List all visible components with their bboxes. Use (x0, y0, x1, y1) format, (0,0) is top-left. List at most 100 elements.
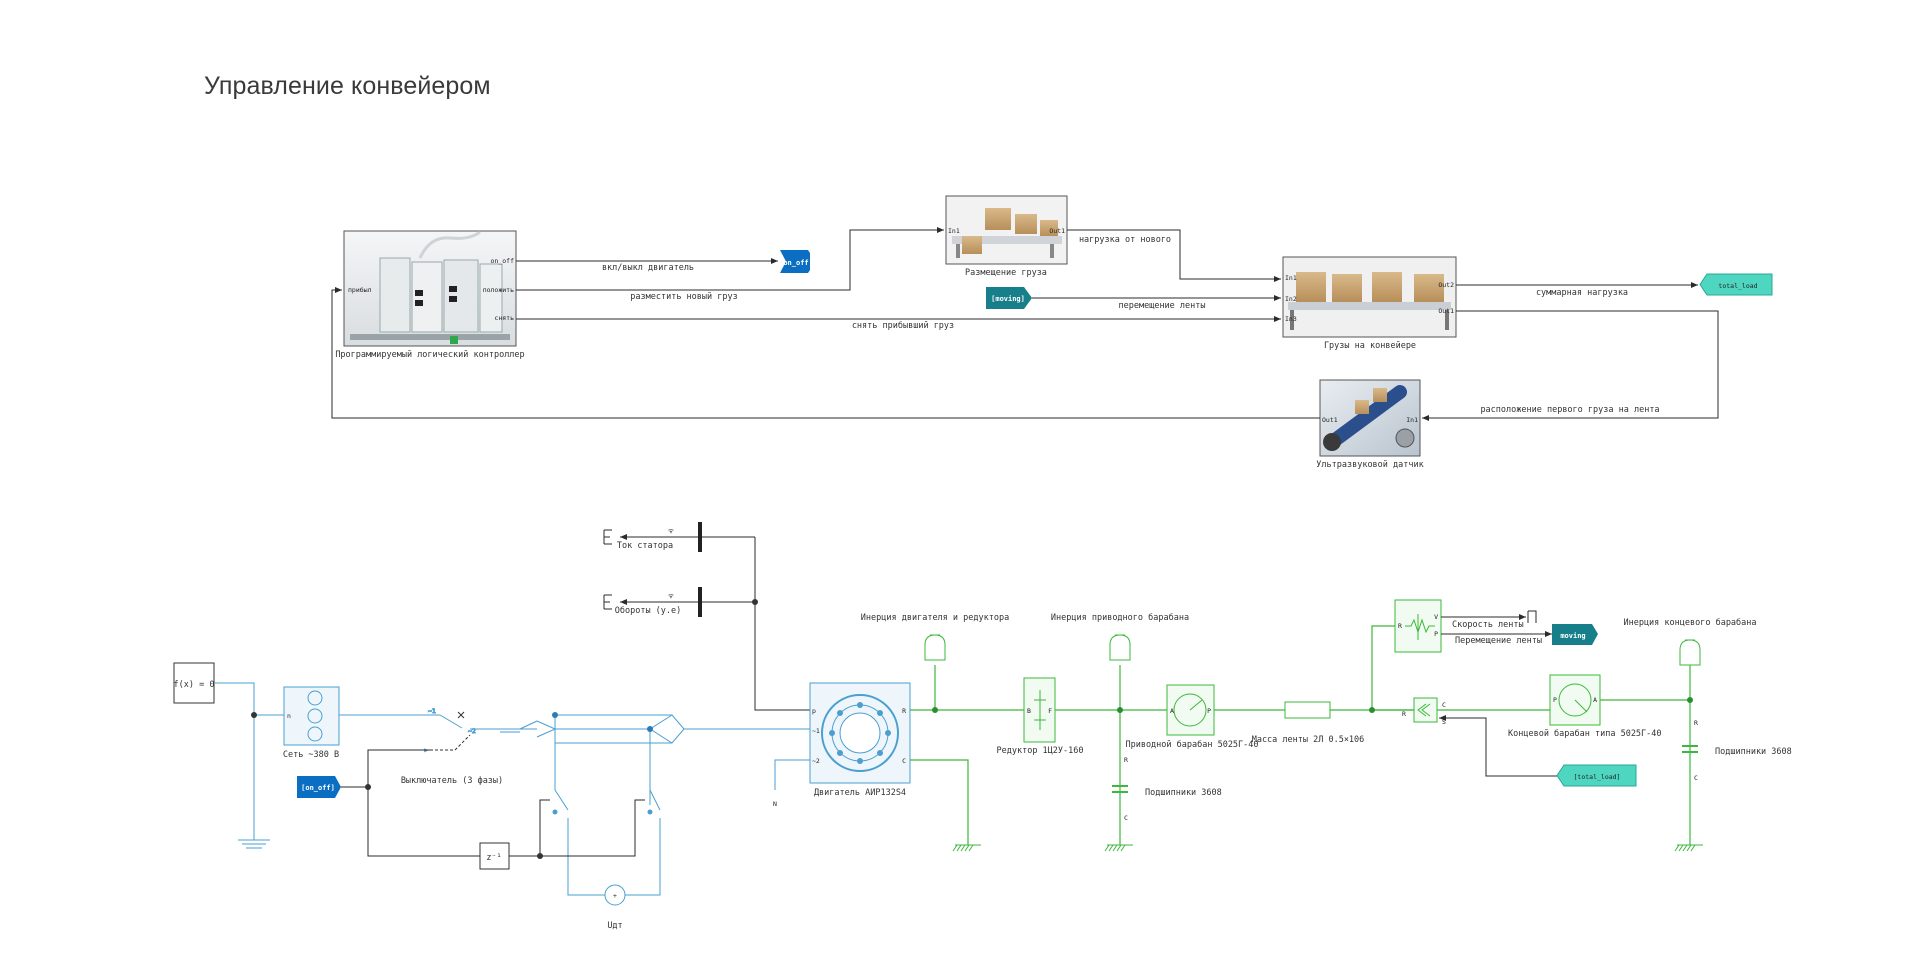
plc-port-put: положить (483, 286, 514, 294)
plc-block[interactable]: прибыл on_off положить снять (343, 230, 517, 347)
thyristor-switches (554, 789, 661, 811)
belt-out1: Out1 (1438, 307, 1454, 315)
electrical-lines (214, 682, 810, 896)
svg-text:~2: ~2 (468, 727, 476, 735)
svg-text:[total_load]: [total_load] (1574, 773, 1621, 781)
svg-text:f(x) = 0: f(x) = 0 (174, 680, 215, 690)
bearings-2-label: Подшипники 3608 (1715, 747, 1792, 757)
control-lines (341, 749, 645, 857)
svg-text:S: S (1442, 718, 1446, 726)
belt-in2: In2 (1285, 295, 1297, 303)
svg-text:R: R (1398, 622, 1402, 630)
belt-out2: Out2 (1438, 281, 1454, 289)
inertia-motor-label: Инерция двигателя и редуктора (861, 613, 1009, 623)
plc-in-port: прибыл (348, 286, 372, 294)
inertia-drive[interactable] (1109, 634, 1131, 661)
belt-speed-label: Скорость ленты (1452, 620, 1524, 630)
goto-moving-tag[interactable]: moving (1552, 624, 1598, 645)
inertia-end[interactable] (1679, 639, 1701, 666)
belt-in1: In1 (1285, 274, 1297, 282)
svg-text:ᯤ: ᯤ (668, 592, 675, 600)
sig-new-load: нагрузка от нового (1079, 235, 1171, 245)
motor-block[interactable]: p ~1 ~2 R C (809, 682, 911, 784)
svg-text:A: A (1593, 696, 1597, 704)
drive-drum-label: Приводной барабан 5025Г-40 (1125, 739, 1258, 750)
end-drum-label: Концевой барабан типа 5025Г-40 (1508, 728, 1662, 739)
switch-3phase-block[interactable]: ~1 ~2 ▸ (424, 707, 477, 755)
svg-text:R: R (1402, 710, 1406, 718)
inertia-motor[interactable] (924, 634, 946, 661)
neutral-line (774, 759, 810, 790)
source-label: Сеть ~380 В (283, 750, 339, 760)
top-signal-lines (331, 227, 1719, 421)
speed-ue-label: Обороты (у.е) (615, 605, 682, 616)
scope-speed[interactable] (603, 587, 755, 617)
source-380v-block[interactable]: n (283, 686, 340, 746)
sig-remove-arrived: снять прибывший груз (852, 320, 954, 331)
motor-label: Двигатель АИР132S4 (814, 788, 906, 798)
placement-label: Размещение груза (965, 268, 1047, 278)
sensor-block[interactable]: Out1 In1 (1319, 379, 1421, 457)
plc-label: Программируемый логический контроллер (335, 350, 524, 360)
delay-block[interactable]: z⁻¹ (479, 842, 510, 870)
svg-text:n: n (287, 712, 291, 720)
bearings-1-label: Подшипники 3608 (1145, 788, 1222, 798)
inertia-drive-label: Инерция приводного барабана (1051, 612, 1189, 623)
belt-move-label: Перемещение ленты (1455, 636, 1542, 646)
svg-text:total_load: total_load (1718, 282, 1757, 290)
goto-total-load-tag[interactable]: total_load (1699, 273, 1773, 296)
bearings-2[interactable]: R C (1682, 719, 1698, 782)
belt-label: Грузы на конвейере (1324, 341, 1416, 351)
scope-stator-current[interactable] (603, 522, 755, 552)
svg-text:P: P (1207, 707, 1211, 715)
svg-text:~1: ~1 (812, 727, 820, 735)
svg-text:~1: ~1 (428, 707, 436, 715)
inertia-end-label: Инерция концевого барабана (1623, 617, 1756, 628)
placement-out-port: Out1 (1049, 227, 1065, 235)
from-on-off-tag[interactable]: [on_off] (297, 776, 341, 798)
svg-text:P: P (1434, 630, 1438, 638)
sig-belt-move: перемещение ленты (1119, 301, 1206, 311)
from-moving-tag[interactable]: [moving] (986, 287, 1032, 309)
switch-label: Выключатель (3 фазы) (401, 776, 503, 786)
plc-port-on-off: on_off (491, 257, 515, 265)
svg-text:moving: moving (1560, 632, 1585, 640)
bearings-1[interactable]: R C (1112, 756, 1128, 822)
svg-text:B: B (1027, 707, 1031, 715)
stator-current-label: Ток статора (617, 541, 673, 551)
svg-text:on_off: on_off (783, 259, 808, 267)
fx-solver-block[interactable]: f(x) = 0 (173, 662, 215, 704)
page-title: Управление конвейером (204, 72, 491, 100)
plc-port-take: снять (494, 314, 514, 322)
placement-block[interactable]: In1 Out1 (945, 195, 1068, 265)
force-source-block[interactable]: R C S (1402, 697, 1446, 726)
sensor-label: Ультразвуковой датчик (1316, 460, 1423, 470)
from-total-load-tag[interactable]: [total_load] (1556, 764, 1637, 787)
sig-total-load: суммарная нагрузка (1536, 288, 1628, 298)
svg-text:R: R (1124, 756, 1128, 764)
belt-in3: In3 (1285, 315, 1297, 323)
svg-text:ᯤ: ᯤ (668, 527, 675, 535)
svg-text:[on_off]: [on_off] (301, 784, 335, 792)
belt-mass-block[interactable] (1284, 701, 1331, 719)
gearbox-label: Редуктор 1Ц2У-160 (997, 746, 1084, 756)
mech-grounds (952, 844, 1703, 852)
sig-first-pos: расположение первого груза на лента (1480, 405, 1659, 415)
motion-sensor-block[interactable]: R V P (1394, 599, 1442, 653)
svg-text:C: C (902, 757, 906, 765)
belt-block[interactable]: In1 In2 In3 Out2 Out1 (1282, 256, 1457, 338)
svg-text:F: F (1048, 707, 1052, 715)
udt-source[interactable]: + (604, 884, 626, 906)
belt-mass-label: Масса ленты 2Л 0.5×106 (1252, 735, 1365, 745)
svg-text:C: C (1694, 774, 1698, 782)
placement-in-port: In1 (948, 227, 960, 235)
scope-lines (754, 537, 810, 711)
total-load-line (1439, 715, 1564, 777)
sensor-out-port: Out1 (1322, 416, 1338, 424)
goto-on-off-tag[interactable]: on_off (780, 250, 810, 273)
svg-text:z⁻¹: z⁻¹ (486, 853, 501, 863)
udt-label: Uдт (607, 921, 622, 931)
